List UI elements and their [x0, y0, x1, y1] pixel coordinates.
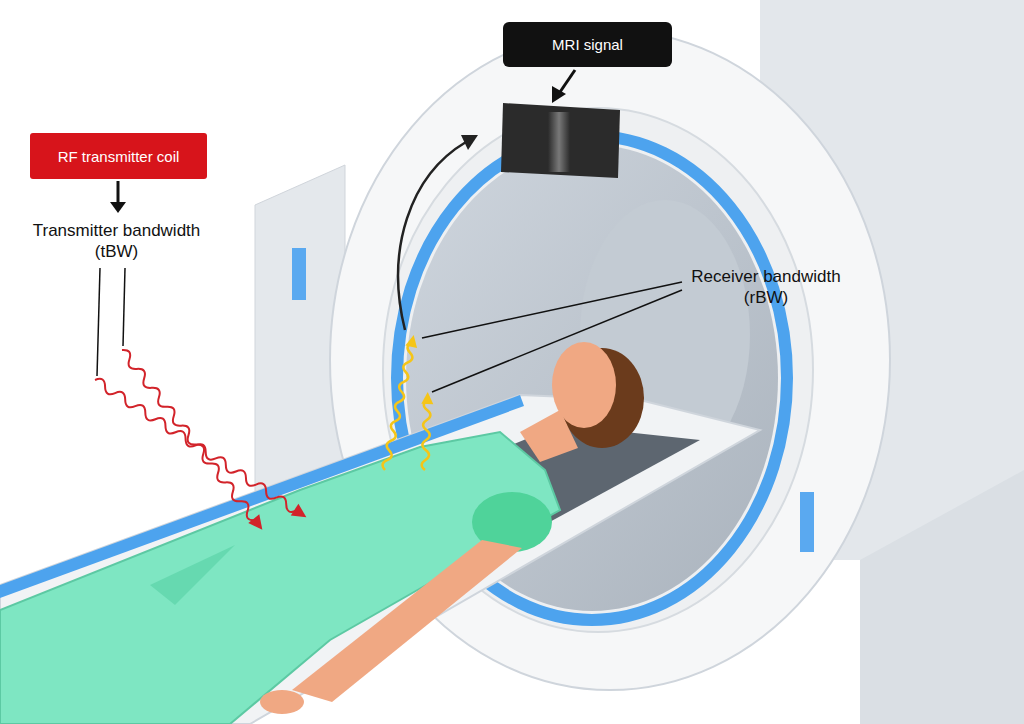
rf-wave-line — [118, 347, 258, 523]
machine-base — [860, 470, 1024, 724]
panel-light — [292, 248, 306, 300]
arrowhead — [405, 334, 419, 348]
label-box: MRI signal — [503, 22, 672, 67]
leader-line — [432, 290, 682, 392]
patient-table — [0, 395, 760, 724]
annotation-label: Receiver bandwidth (rBW) — [676, 266, 856, 308]
box-text: MRI signal — [552, 36, 623, 53]
leader-line — [97, 268, 100, 376]
rf-wave — [116, 346, 267, 534]
signal-wave-line — [382, 342, 416, 471]
leader-line — [422, 282, 682, 338]
pointer-arrow — [117, 181, 120, 204]
annotation-label: Transmitter bandwidth (tBW) — [14, 220, 219, 262]
signal-screen — [501, 103, 620, 178]
signal-arc-arrow — [398, 142, 466, 330]
panel-light — [800, 492, 814, 552]
signal-streak — [548, 112, 570, 172]
arrowhead — [552, 86, 566, 103]
box-text: RF transmitter coil — [58, 148, 180, 165]
arrowhead — [291, 504, 310, 523]
arrowhead — [461, 135, 478, 150]
arrowhead — [421, 392, 433, 404]
arrowhead — [110, 202, 126, 213]
signal-wave-line — [422, 400, 431, 470]
pointer-arrow — [560, 70, 575, 92]
gown — [0, 432, 560, 724]
signal-wave — [419, 392, 434, 470]
neck — [520, 410, 578, 462]
hand — [260, 690, 304, 714]
arrowhead — [248, 514, 268, 534]
rf-wave — [91, 374, 310, 523]
arm — [292, 540, 522, 702]
gown-fold — [150, 545, 235, 605]
signal-wave — [379, 334, 419, 471]
leader-line — [123, 268, 125, 346]
label-box: RF transmitter coil — [30, 133, 207, 179]
